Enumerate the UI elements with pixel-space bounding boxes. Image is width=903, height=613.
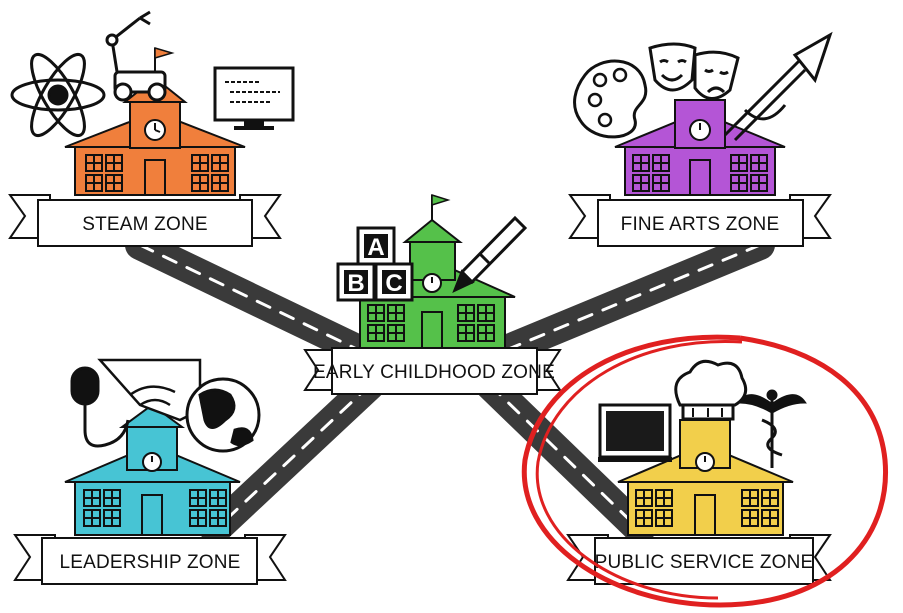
block-letter-b: B <box>347 270 364 297</box>
leadership-zone[interactable]: LEADERSHIP ZONE <box>13 358 287 585</box>
banner-label-early-childhood: EARLY CHILDHOOD ZONE <box>313 362 555 383</box>
chef-hat-icon <box>674 359 748 421</box>
school-building-fine-arts <box>614 99 786 196</box>
steam-zone[interactable]: STEAM ZONE <box>8 10 295 247</box>
banner-fine-arts: FINE ARTS ZONE <box>568 194 832 247</box>
banner-label-fine-arts: FINE ARTS ZONE <box>621 214 780 235</box>
highlight-circle <box>521 334 889 608</box>
school-building-early-childhood <box>349 193 516 351</box>
fine-arts-zone[interactable]: FINE ARTS ZONE <box>568 31 833 247</box>
theater-masks-icon <box>648 42 740 100</box>
school-building-leadership <box>64 403 241 536</box>
trumpet-icon <box>723 31 833 142</box>
globe-icon <box>185 377 261 453</box>
banner-steam: STEAM ZONE <box>8 194 282 247</box>
chalkboard-icon <box>598 403 672 462</box>
early-childhood-zone[interactable]: A B C EARLY CHILDHOOD ZONE <box>303 193 562 395</box>
caduceus-icon <box>737 389 807 468</box>
road-fine-arts <box>455 230 775 380</box>
block-letter-c: C <box>385 270 402 297</box>
public-service-zone[interactable]: PUBLIC SERVICE ZONE <box>566 359 832 585</box>
code-monitor-icon <box>213 66 295 130</box>
microphone-icon <box>70 366 130 448</box>
crayon-icon <box>452 215 528 293</box>
banner-public-service: PUBLIC SERVICE ZONE <box>566 534 832 585</box>
paint-palette-icon <box>573 59 648 139</box>
road-public-service <box>475 370 655 545</box>
banner-early-childhood: EARLY CHILDHOOD ZONE <box>303 347 562 395</box>
road-leadership <box>200 370 385 545</box>
banner-leadership: LEADERSHIP ZONE <box>13 534 287 585</box>
banner-label-public-service: PUBLIC SERVICE ZONE <box>595 552 814 573</box>
abc-blocks-icon: A B C <box>336 226 414 302</box>
atom-icon <box>10 52 106 138</box>
banner-label-steam: STEAM ZONE <box>82 214 208 235</box>
school-building-public-service <box>617 419 794 536</box>
roads <box>125 230 775 545</box>
robot-arm-icon <box>105 10 167 102</box>
block-letter-a: A <box>367 234 384 261</box>
banner-label-leadership: LEADERSHIP ZONE <box>59 552 240 573</box>
road-steam <box>125 230 405 380</box>
